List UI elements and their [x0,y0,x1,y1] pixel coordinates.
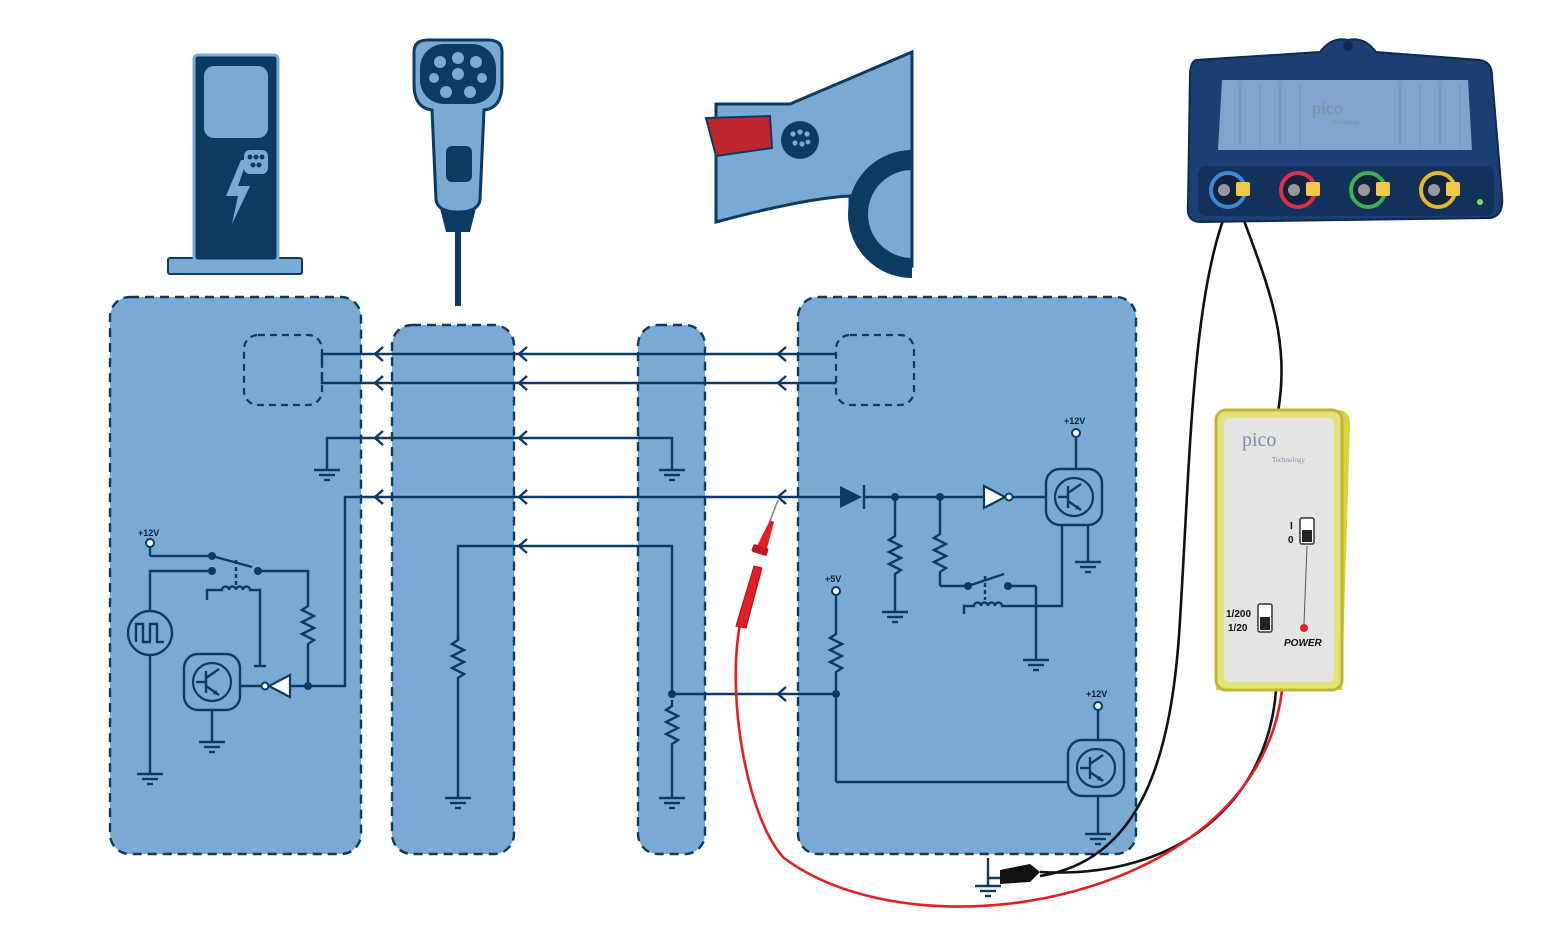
power-wire-2 [320,372,836,392]
vehicle-power-module [834,333,916,407]
evse-power-module [242,333,324,407]
cable-block [390,323,516,856]
probe-leads [734,209,1284,908]
probe-brand: pico [1242,429,1276,451]
control-pilot-wire [308,488,840,688]
earth-wire [312,429,687,482]
probe-range-high-label: 1/200 [1226,609,1251,620]
connector-resistor [657,698,687,810]
probe-range-low-label: 1/20 [1228,623,1248,634]
scope-brand: pico [1312,98,1343,118]
vehicle-block [796,295,1138,856]
v12-label-vehicle-top: +12V [1064,416,1085,426]
pp-sense-wire [668,685,836,703]
v12-label-evse: +12V [138,528,159,538]
probe-power-label: POWER [1284,638,1323,649]
probe-switch-off-label: 0 [1288,535,1294,546]
v5-label-vehicle: +5V [825,574,841,584]
v12-label-vehicle-bottom: +12V [1086,689,1107,699]
cable-resistor [443,632,473,810]
power-wire-1 [320,345,836,365]
probe-switch-on-label: I [1290,521,1293,532]
vehicle-circuit [828,428,1126,846]
vehicle-icon [704,49,914,278]
charging-plug-icon [412,38,504,306]
probe-box: pico Technology I 0 POWER 1/200 1/20 [1214,408,1350,692]
probe-brand-sub: Technology [1272,456,1305,464]
proximity-pilot-wire [456,537,674,694]
oscilloscope: pico Technology [1186,38,1504,224]
charging-station-icon [167,53,303,275]
evse-circuit [126,538,316,786]
ground-clip [973,858,1040,898]
probe-power-led [1300,624,1308,632]
scope-brand-sub: Technology [1332,120,1360,126]
